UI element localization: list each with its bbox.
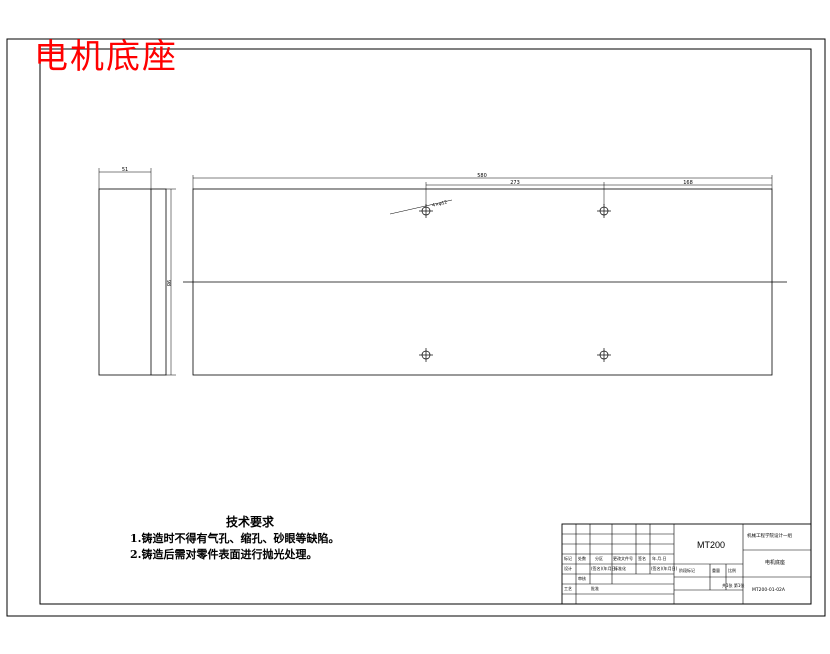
side-view bbox=[98, 168, 176, 376]
dim-total-length: 580 bbox=[477, 173, 487, 179]
tb-count: 处数 bbox=[578, 556, 586, 561]
drawing-title: 电机底座 bbox=[34, 37, 178, 77]
tb-weight: 重量 bbox=[712, 568, 720, 573]
tb-design: 设计 bbox=[564, 566, 572, 571]
tb-signature-date: (签名)(年月日) bbox=[591, 566, 618, 571]
dim-side-width: 51 bbox=[122, 167, 128, 173]
dim-hole-callout: 4×φ12 bbox=[432, 199, 448, 208]
tb-stage-mark: 阶段标记 bbox=[679, 568, 695, 573]
hole-bottom-right bbox=[597, 348, 611, 362]
tb-standardize: 标准化 bbox=[614, 566, 626, 571]
front-view bbox=[183, 175, 787, 376]
tb-mark: 标记 bbox=[564, 556, 572, 561]
tb-sheet: 共1张 第1张 bbox=[722, 583, 745, 588]
tb-date: 年.月.日 bbox=[652, 556, 667, 561]
hole-callout-leader bbox=[389, 199, 453, 215]
dim-hole-spacing-left: 273 bbox=[510, 180, 520, 186]
dim-hole-offset-right: 168 bbox=[683, 180, 693, 186]
tb-process: 工艺 bbox=[564, 586, 572, 591]
mounting-holes bbox=[419, 204, 611, 362]
tb-signature-date-2: (签名)(年月日) bbox=[651, 566, 678, 571]
tb-change-doc: 更改文件号 bbox=[613, 556, 633, 561]
hole-bottom-left bbox=[419, 348, 433, 362]
title-block-model: MT200 bbox=[697, 540, 726, 550]
tb-scale: 比例 bbox=[728, 568, 736, 573]
tb-review: 审核 bbox=[578, 576, 586, 581]
hole-top-right bbox=[597, 204, 611, 218]
tb-approve: 批准 bbox=[591, 586, 599, 591]
side-view-outline bbox=[98, 188, 167, 376]
title-block-drawing-name: 电机底座 bbox=[765, 560, 786, 566]
tech-req-heading: 技术要求 bbox=[226, 515, 275, 529]
inner-border bbox=[39, 48, 812, 605]
title-block bbox=[561, 523, 812, 605]
tech-req-item-2: 2.铸造后需对零件表面进行抛光处理。 bbox=[130, 548, 318, 561]
hole-top-left bbox=[419, 204, 433, 218]
tb-zone: 分区 bbox=[595, 556, 603, 561]
outer-border bbox=[6, 38, 826, 617]
title-block-drawing-number: MT200-01-02A bbox=[752, 588, 785, 593]
dim-side-height: 98 bbox=[165, 280, 171, 286]
tb-signature: 签名 bbox=[638, 556, 646, 561]
tech-req-item-1: 1.铸造时不得有气孔、缩孔、砂眼等缺陷。 bbox=[130, 532, 340, 545]
title-block-company: 机械工程学院设计一组 bbox=[747, 534, 792, 539]
